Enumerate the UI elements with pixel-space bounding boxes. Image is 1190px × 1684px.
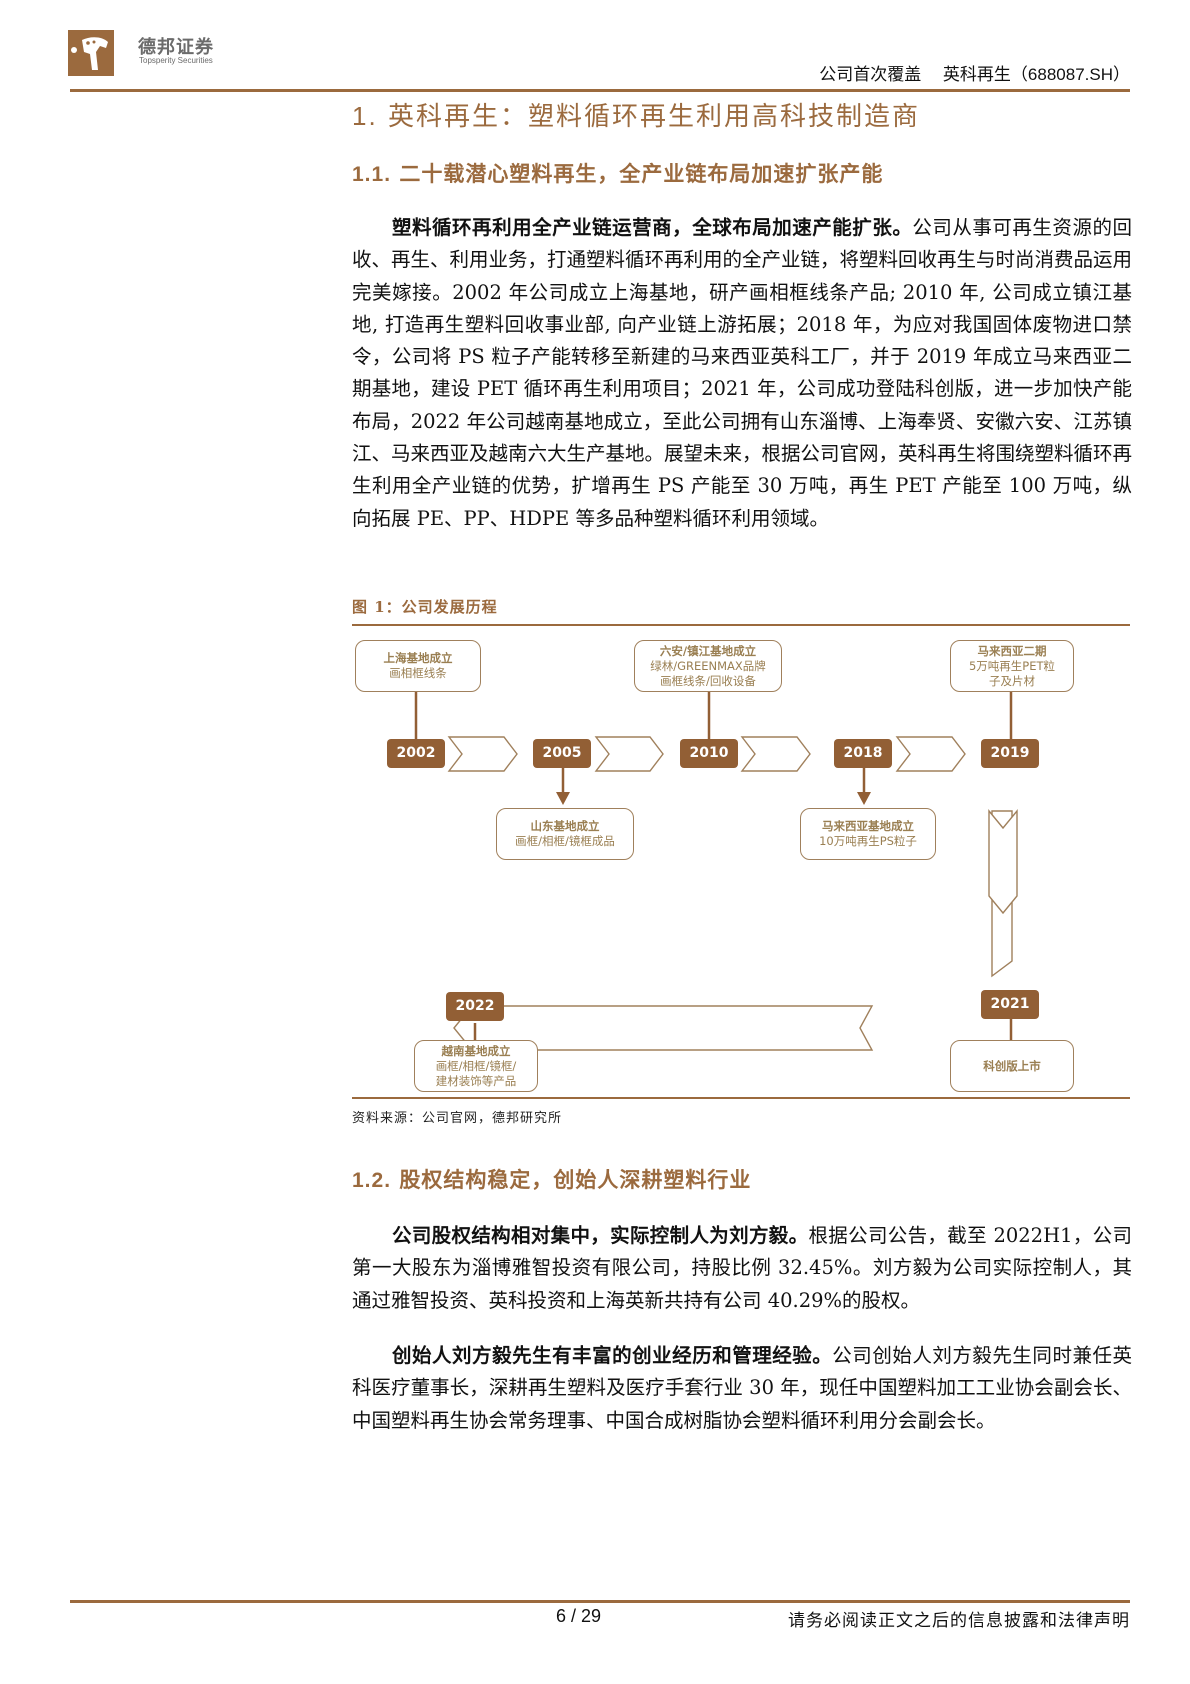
event-2010: 六安/镇江基地成立 绿林/GREENMAX品牌 画框线条/回收设备 <box>634 640 782 692</box>
section-heading-1: 1. 英科再生：塑料循环再生利用高科技制造商 <box>352 101 920 132</box>
down-chevron-arrow <box>988 809 1018 915</box>
paragraph-body: 公司创始人刘方毅先生同时兼任英科医疗董事长，深耕再生塑料及医疗手套行业 30 年… <box>352 1344 1132 1432</box>
year-badge-2010: 2010 <box>680 739 738 768</box>
year-badge-2021: 2021 <box>981 990 1039 1019</box>
company-name: 英科再生 <box>942 65 1011 85</box>
event-2019: 马来西亚二期 5万吨再生PET粒 子及片材 <box>950 640 1074 692</box>
section-heading-1-2: 1.2. 股权结构稳定，创始人深耕塑料行业 <box>352 1167 752 1192</box>
timeline-diagram <box>409 671 1018 1065</box>
paragraph-overview: 塑料循环再利用全产业链运营商，全球布局加速产能扩张。公司从事可再生资源的回收、再… <box>352 212 1132 535</box>
paragraph-body: 公司从事可再生资源的回收、再生、利用业务，打通塑料循环再利用的全产业链，将塑料回… <box>352 216 1133 530</box>
event-2021: 科创版上市 <box>950 1040 1074 1092</box>
header-rule <box>70 89 1130 92</box>
event-2005: 山东基地成立 画框/相框/镜框成品 <box>496 808 634 860</box>
paragraph-lead: 塑料循环再利用全产业链运营商，全球布局加速产能扩张。 <box>392 216 913 239</box>
paragraph-body: 根据公司公告，截至 2022H1，公司第一大股东为淄博雅智投资有限公司，持股比例… <box>352 1224 1132 1312</box>
legal-disclaimer: 请务必阅读正文之后的信息披露和法律声明 <box>788 1611 1130 1631</box>
figure-top-rule <box>352 624 1130 626</box>
paragraph-lead: 创始人刘方毅先生有丰富的创业经历和管理经验。 <box>392 1344 833 1367</box>
figure-title: 图 1：公司发展历程 <box>352 598 498 616</box>
year-badge-2022: 2022 <box>446 992 504 1021</box>
event-2022: 越南基地成立 画框/相框/镜框/ 建材装饰等产品 <box>414 1040 538 1092</box>
section-heading-1-1: 1.1. 二十载潜心塑料再生，全产业链布局加速扩张产能 <box>352 161 884 186</box>
paragraph-lead: 公司股权结构相对集中，实际控制人为刘方毅。 <box>392 1224 809 1247</box>
footer-rule <box>70 1600 1130 1603</box>
report-type: 公司首次覆盖 <box>819 65 922 85</box>
event-2002: 上海基地成立 画相框线条 <box>355 640 481 692</box>
report-header: 公司首次覆盖 英科再生（688087.SH） <box>819 60 1130 85</box>
paragraph-ownership: 公司股权结构相对集中，实际控制人为刘方毅。根据公司公告，截至 2022H1，公司… <box>352 1220 1132 1317</box>
leopard-logo-icon <box>68 30 114 76</box>
page-number: 6 / 29 <box>556 1606 602 1626</box>
year-badge-2005: 2005 <box>533 739 591 768</box>
year-badge-2019: 2019 <box>981 739 1039 768</box>
brand-english-name: Topsperity Securities <box>139 56 213 65</box>
figure-source: 资料来源：公司官网，德邦研究所 <box>352 1111 563 1126</box>
paragraph-founder: 创始人刘方毅先生有丰富的创业经历和管理经验。公司创始人刘方毅先生同时兼任英科医疗… <box>352 1340 1132 1437</box>
stock-code: （688087.SH） <box>1010 65 1130 84</box>
figure-bottom-rule <box>352 1097 1130 1099</box>
event-2018: 马来西亚基地成立 10万吨再生PS粒子 <box>800 808 936 860</box>
brand-name: 德邦证券 <box>138 37 214 58</box>
company-logo <box>68 30 114 76</box>
chevron-arrows <box>447 736 1013 1051</box>
year-badge-2018: 2018 <box>834 739 892 768</box>
year-badge-2002: 2002 <box>387 739 445 768</box>
